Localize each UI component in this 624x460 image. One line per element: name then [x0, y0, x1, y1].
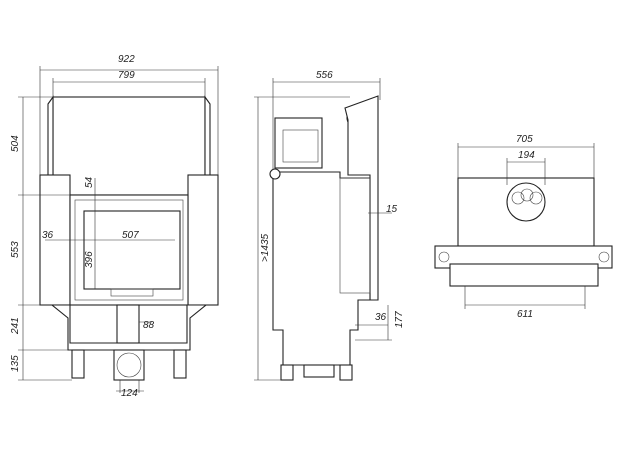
- top-front-plate: [449, 263, 599, 287]
- dim-glass-height: 396: [84, 251, 95, 268]
- right-leg: [173, 349, 187, 379]
- dim-depth: 556: [316, 70, 333, 81]
- dim-total-height: >1435: [260, 233, 271, 262]
- dim-middle-height: 553: [10, 241, 21, 258]
- dim-top-width: 705: [516, 134, 533, 145]
- dim-flue-diameter: 194: [518, 150, 535, 161]
- bottom-flue: [113, 349, 145, 381]
- side-body: [272, 171, 371, 366]
- dim-base-height: 241: [10, 317, 21, 335]
- side-leg-front: [280, 364, 294, 381]
- top-hood: [52, 96, 206, 196]
- dim-flue-width: 88: [143, 320, 155, 331]
- dim-bottom-offset: 36: [375, 312, 387, 323]
- flue-channel: [116, 304, 140, 344]
- dim-base-width: 611: [517, 309, 533, 320]
- damper-box: [274, 117, 323, 169]
- dim-frame-offset: 15: [386, 204, 398, 215]
- top-view: 705 194 611: [434, 134, 613, 320]
- dim-top-height: 504: [10, 135, 21, 152]
- dim-bottom-flue-width: 124: [121, 388, 138, 399]
- left-leg: [71, 349, 85, 379]
- dim-glass-width: 507: [122, 230, 139, 241]
- dim-body-width: 799: [118, 70, 135, 81]
- side-view: 556 >1435 15 36 177: [254, 70, 405, 381]
- dim-glass-top-offset: 54: [84, 176, 95, 188]
- dim-side-offset: 36: [42, 230, 54, 241]
- flue-outlet: [506, 182, 546, 222]
- dim-bottom-height: 177: [394, 311, 405, 328]
- dim-overall-width: 922: [118, 54, 135, 65]
- dim-leg-height: 135: [10, 355, 21, 372]
- right-side-panel: [187, 174, 219, 306]
- base: [50, 304, 208, 351]
- side-leg-rear: [339, 364, 353, 381]
- glass: [83, 210, 181, 290]
- front-view: 922 799 504 54 36 507 553 396 241 88 135…: [10, 0, 330, 399]
